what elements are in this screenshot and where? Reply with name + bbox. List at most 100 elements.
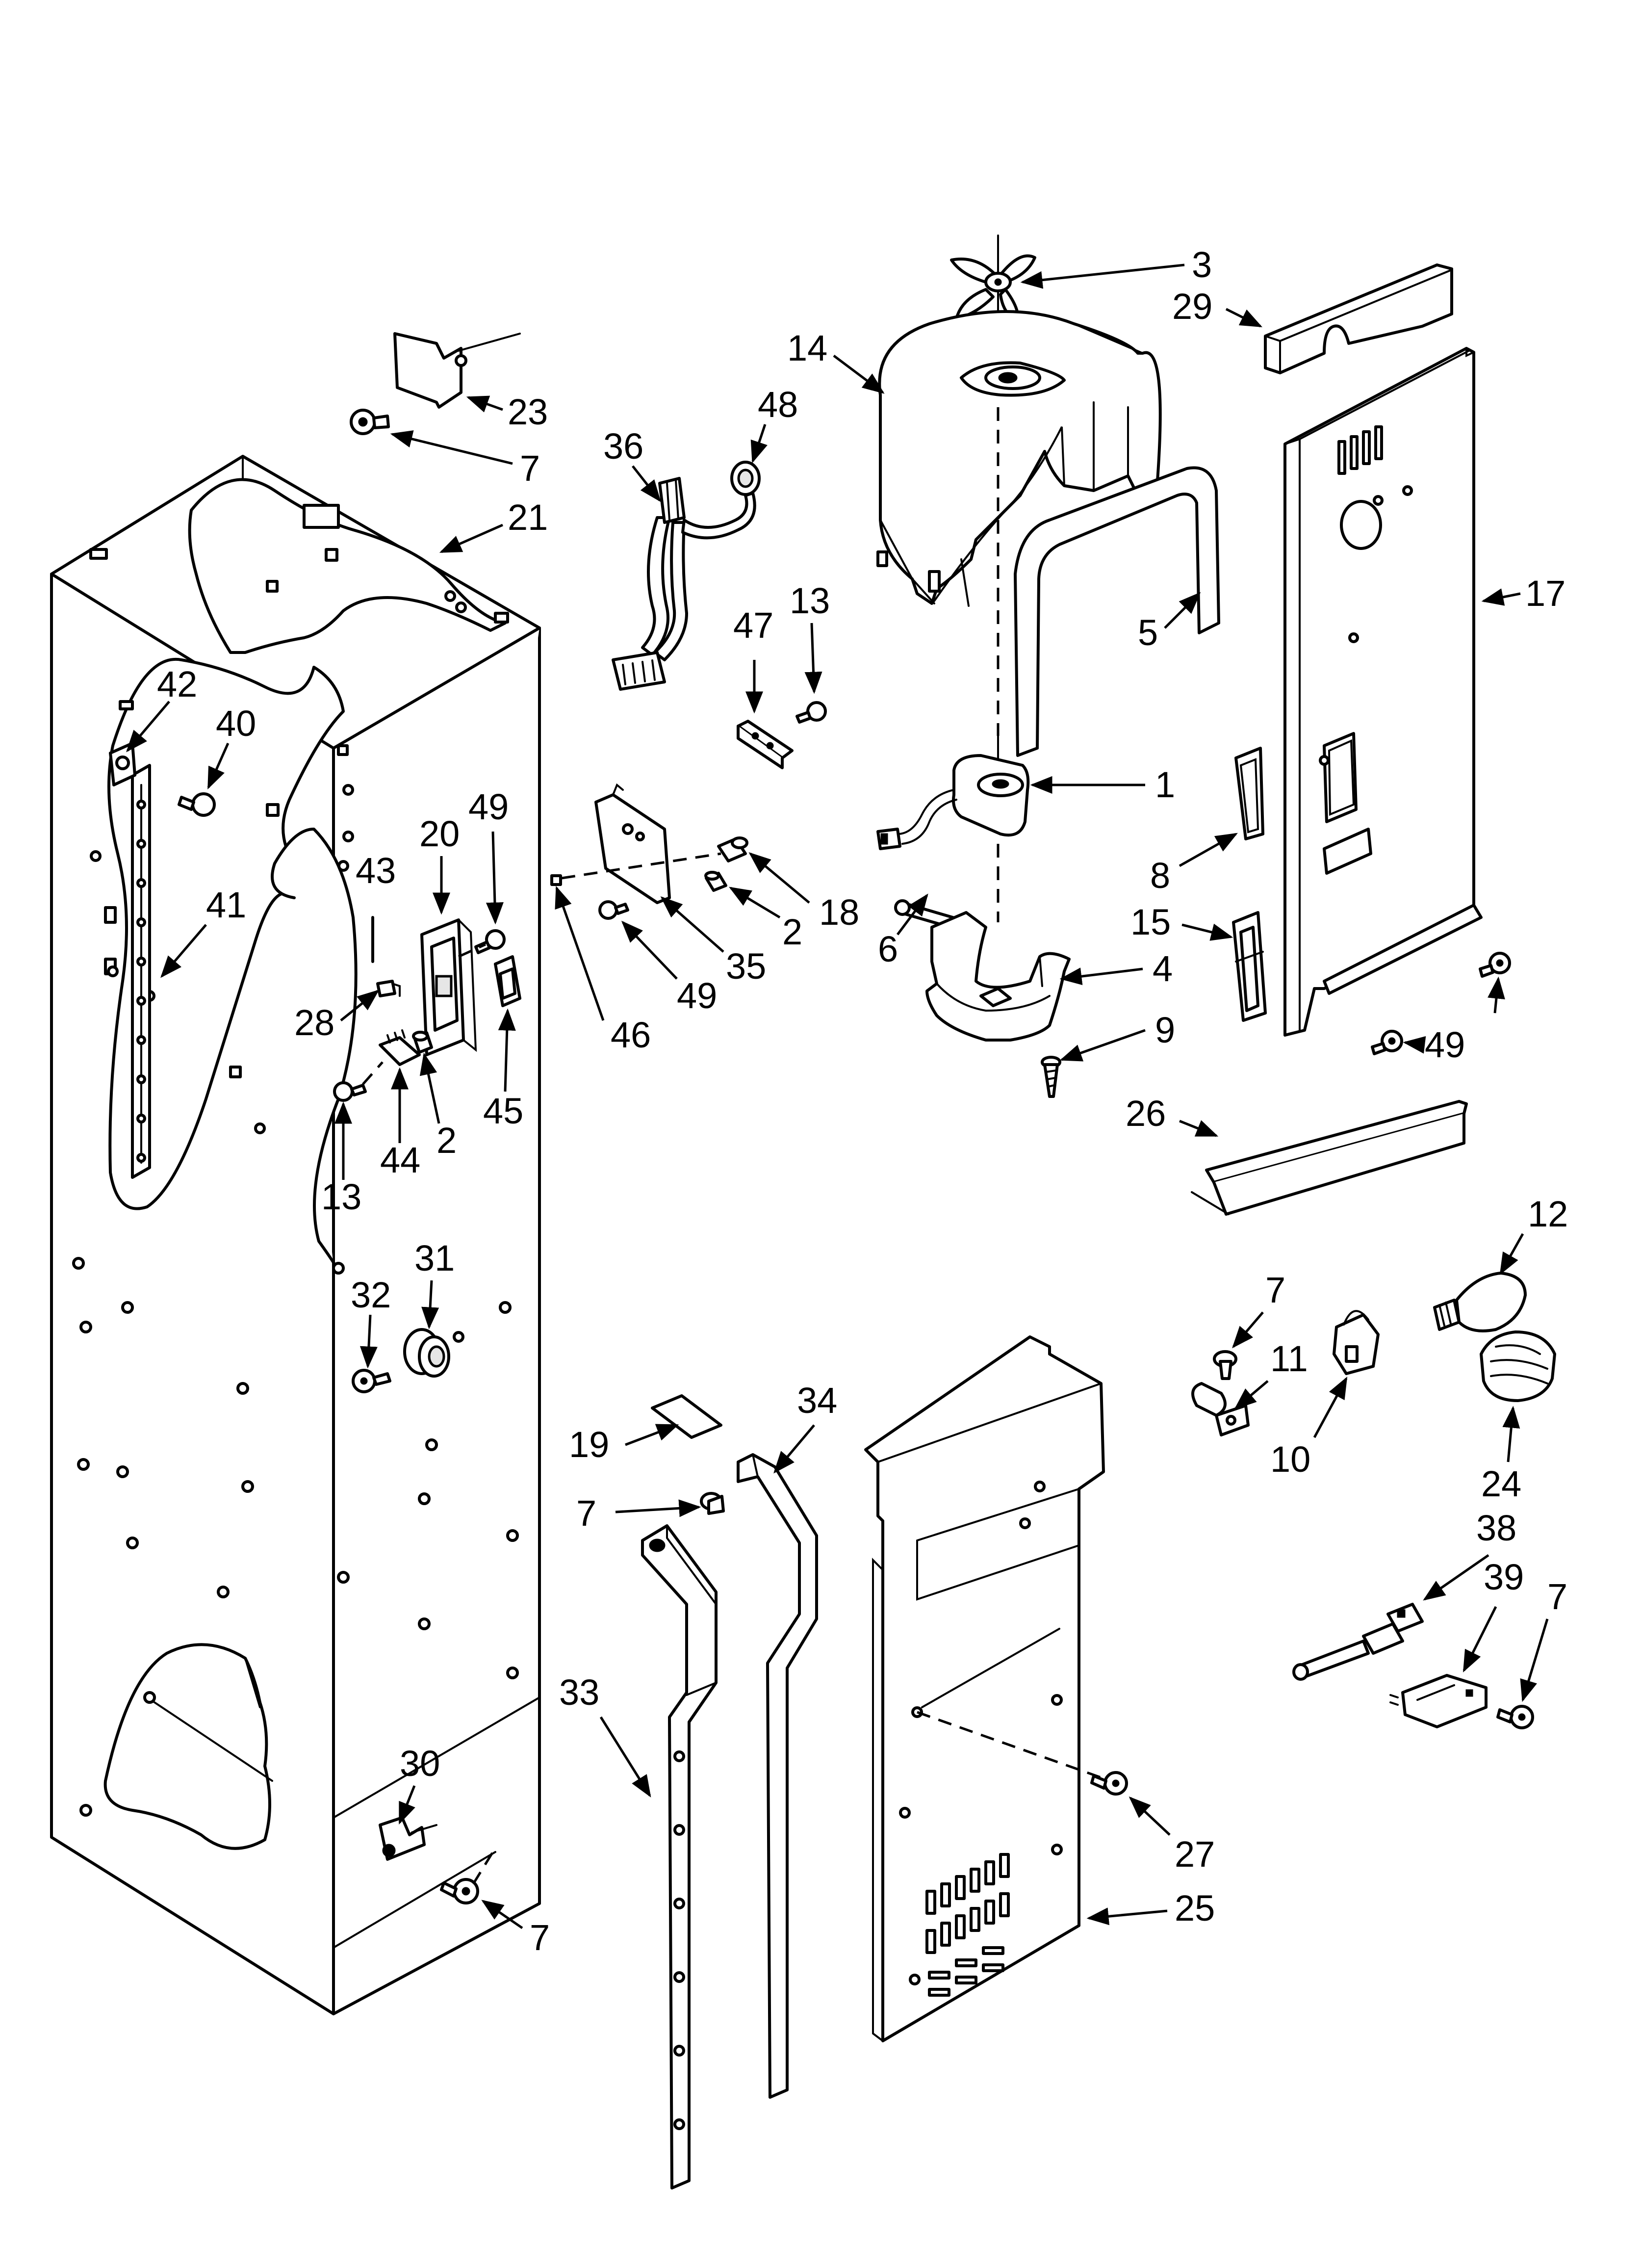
part-2-cylinder-a xyxy=(412,1031,433,1054)
svg-text:20: 20 xyxy=(419,813,460,854)
svg-text:11: 11 xyxy=(1270,1338,1308,1379)
part-24-cover xyxy=(1480,1330,1556,1402)
part-49-screw-b xyxy=(598,900,629,920)
callout-46: 46 xyxy=(555,886,651,1055)
callout-7a: 7 xyxy=(390,430,540,489)
svg-text:21: 21 xyxy=(508,497,548,538)
part-10-socket xyxy=(1333,1310,1380,1375)
callout-28: 28 xyxy=(294,990,380,1043)
part-9-screw xyxy=(1041,1056,1061,1098)
svg-text:49: 49 xyxy=(677,975,717,1016)
callout-20: 20 xyxy=(419,813,460,915)
callout-26: 26 xyxy=(1126,1093,1219,1137)
callout-7d: 7 xyxy=(1520,1576,1567,1702)
part-27-screw xyxy=(1090,1771,1128,1796)
callout-12: 12 xyxy=(1499,1194,1568,1275)
part-36-harness xyxy=(612,477,756,691)
part-29-cover xyxy=(1264,263,1453,374)
callout-10: 10 xyxy=(1270,1377,1348,1480)
part-14-shroud xyxy=(876,310,1162,607)
svg-text:25: 25 xyxy=(1175,1888,1215,1929)
callout-2a: 2 xyxy=(729,886,802,952)
part-49-screw-d xyxy=(1371,1030,1403,1055)
part-26-strip xyxy=(1191,1100,1468,1216)
svg-text:19: 19 xyxy=(569,1424,609,1465)
callout-44: 44 xyxy=(380,1067,420,1180)
callout-47: 47 xyxy=(733,605,773,714)
callout-49b: 49 xyxy=(621,920,717,1016)
svg-text:46: 46 xyxy=(611,1015,651,1055)
part-23-bracket xyxy=(393,332,521,409)
part-35-cover xyxy=(594,783,671,904)
callout-33: 33 xyxy=(559,1672,651,1798)
svg-text:48: 48 xyxy=(758,384,798,425)
callout-31: 31 xyxy=(414,1238,455,1330)
callout-45: 45 xyxy=(483,1008,523,1131)
callout-39: 39 xyxy=(1462,1557,1524,1673)
svg-text:45: 45 xyxy=(483,1091,523,1131)
callout-6: 6 xyxy=(878,893,928,969)
part-7-screw-top xyxy=(350,409,390,435)
svg-text:14: 14 xyxy=(787,328,827,368)
svg-text:32: 32 xyxy=(351,1275,391,1315)
part-15-part xyxy=(1232,911,1267,1022)
callout-49a: 49 xyxy=(468,786,509,925)
svg-text:1: 1 xyxy=(1155,764,1175,805)
part-2-cylinder-b xyxy=(704,871,727,892)
part-21-liner xyxy=(50,455,541,2015)
guide-line xyxy=(917,1711,1104,1780)
svg-text:36: 36 xyxy=(603,426,643,467)
svg-text:2: 2 xyxy=(782,912,802,952)
callout-15: 15 xyxy=(1130,902,1233,942)
part-7-screw-light xyxy=(1213,1350,1237,1380)
part-7-screw-hinge xyxy=(700,1492,725,1515)
svg-text:13: 13 xyxy=(321,1176,361,1217)
callout-13b: 13 xyxy=(321,1101,361,1217)
callout-25: 25 xyxy=(1086,1888,1215,1929)
callout-42: 42 xyxy=(126,664,197,753)
callout-7c: 7 xyxy=(576,1493,701,1534)
vent-slots xyxy=(925,1853,1010,1997)
part-41-rail xyxy=(131,764,151,1179)
callout-24: 24 xyxy=(1481,1406,1521,1504)
part-13-screw-a xyxy=(795,701,827,724)
svg-text:10: 10 xyxy=(1270,1439,1310,1480)
svg-text:49: 49 xyxy=(1425,1024,1465,1065)
svg-text:35: 35 xyxy=(726,946,766,987)
svg-text:7: 7 xyxy=(1547,1576,1567,1617)
svg-text:30: 30 xyxy=(400,1743,440,1784)
svg-text:47: 47 xyxy=(733,605,773,646)
callout-8: 8 xyxy=(1150,833,1238,896)
part-5-gasket xyxy=(1014,466,1220,757)
svg-text:27: 27 xyxy=(1175,1834,1215,1875)
svg-text:26: 26 xyxy=(1126,1093,1166,1134)
callout-3: 3 xyxy=(1020,244,1212,289)
part-45-clip xyxy=(494,955,521,1007)
callout-13a: 13 xyxy=(790,580,830,694)
svg-text:8: 8 xyxy=(1150,855,1170,896)
callout-48: 48 xyxy=(750,384,798,464)
part-17-panel xyxy=(1283,347,1483,1037)
part-32-screw xyxy=(352,1369,391,1393)
part-48-sensor xyxy=(730,461,761,496)
guide-line xyxy=(458,943,487,958)
svg-text:15: 15 xyxy=(1130,902,1171,942)
guide-line xyxy=(362,1061,384,1085)
callout-36: 36 xyxy=(603,426,661,502)
callout-21: 21 xyxy=(439,497,548,553)
callout-32: 32 xyxy=(351,1275,391,1369)
part-25-cover xyxy=(864,1335,1105,2042)
callout-30: 30 xyxy=(398,1743,440,1825)
part-4-bracket xyxy=(925,911,1071,1042)
callout-9: 9 xyxy=(1059,1010,1175,1062)
part-11-clip xyxy=(1191,1382,1250,1436)
callout-34: 34 xyxy=(773,1380,837,1474)
part-49-screw-c xyxy=(1479,952,1511,978)
svg-text:9: 9 xyxy=(1155,1010,1175,1050)
part-44-thermistor xyxy=(379,1029,421,1066)
part-12-bulb xyxy=(1433,1272,1527,1332)
svg-text:42: 42 xyxy=(157,664,197,704)
part-1-motor xyxy=(876,735,1030,850)
part-34-strip xyxy=(737,1453,818,2099)
part-47-board xyxy=(737,720,794,769)
